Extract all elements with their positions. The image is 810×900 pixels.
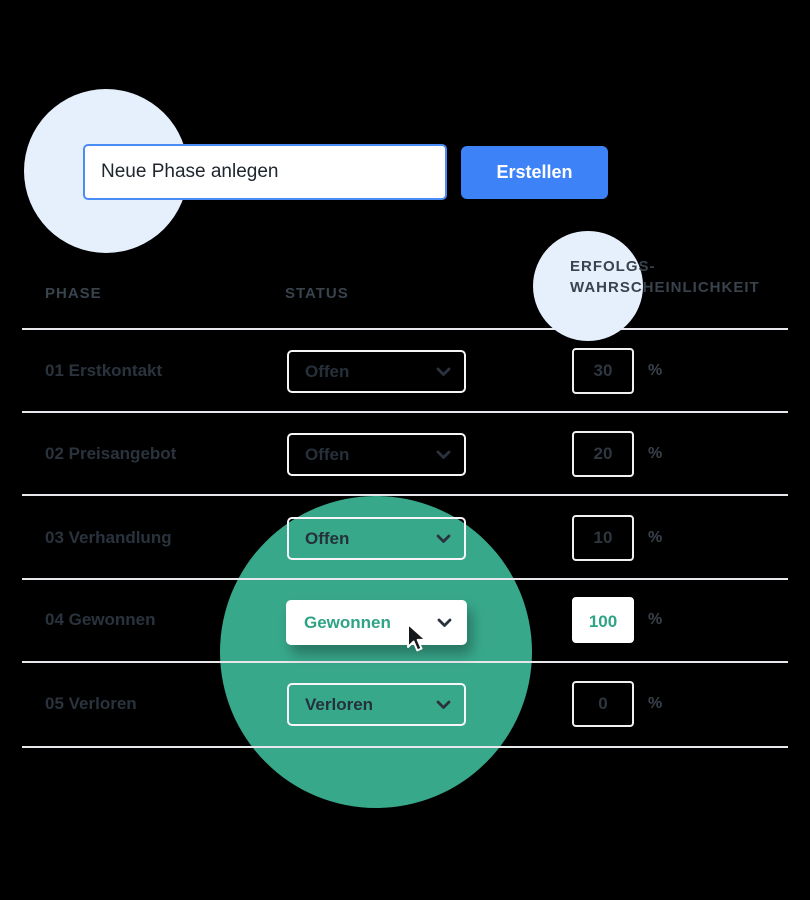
table-row: 01 Erstkontakt Offen 30 %	[0, 348, 810, 394]
row-divider	[22, 494, 788, 496]
table-row: 03 Verhandlung Offen 10 %	[0, 515, 810, 561]
phase-label: 03 Verhandlung	[45, 528, 172, 547]
header-divider	[22, 328, 788, 330]
row-divider	[22, 661, 788, 663]
status-select[interactable]: Offen	[287, 350, 466, 393]
phase-label: 01 Erstkontakt	[45, 361, 163, 380]
decorative-circle-probability-header	[533, 231, 643, 341]
chevron-down-icon	[436, 700, 451, 709]
status-select[interactable]: Verloren	[287, 683, 466, 726]
cursor-arrow-icon	[407, 623, 427, 652]
column-header-probability-line2: WAHRSCHEINLICHKEIT	[570, 279, 760, 296]
chevron-down-icon	[436, 534, 451, 543]
status-select[interactable]: Offen	[287, 517, 466, 560]
probability-input[interactable]: 0	[572, 681, 634, 727]
chevron-down-icon	[436, 450, 451, 459]
probability-input[interactable]: 10	[572, 515, 634, 561]
percent-suffix: %	[648, 362, 663, 379]
status-select-value: Verloren	[305, 694, 374, 714]
column-header-probability-line1: ERFOLGS-	[570, 258, 656, 275]
table-row: 02 Preisangebot Offen 20 %	[0, 431, 810, 477]
column-header-phase: PHASE	[45, 285, 102, 302]
row-divider	[22, 746, 788, 748]
phase-label: 02 Preisangebot	[45, 444, 177, 463]
percent-suffix: %	[648, 611, 663, 628]
column-header-status: STATUS	[285, 285, 349, 302]
phase-label: 05 Verloren	[45, 694, 137, 713]
phase-label: 04 Gewonnen	[45, 610, 156, 629]
status-select-value: Offen	[305, 361, 350, 381]
probability-input[interactable]: 100	[572, 597, 634, 643]
chevron-down-icon	[436, 367, 451, 376]
status-select-value: Offen	[305, 528, 350, 548]
status-select[interactable]: Gewonnen	[286, 600, 467, 645]
status-select-value: Gewonnen	[304, 612, 391, 632]
table-row-won: 04 Gewonnen Gewonnen 100 %	[0, 597, 810, 645]
create-button[interactable]: Erstellen	[461, 146, 608, 199]
percent-suffix: %	[648, 529, 663, 546]
decorative-circle-teal	[220, 496, 532, 808]
new-phase-input[interactable]	[83, 144, 447, 200]
column-header-probability: ERFOLGS- WAHRSCHEINLICHKEIT	[570, 256, 760, 298]
chevron-down-icon	[437, 618, 452, 627]
table-row: 05 Verloren Verloren 0 %	[0, 681, 810, 727]
status-select[interactable]: Offen	[287, 433, 466, 476]
percent-suffix: %	[648, 695, 663, 712]
row-divider	[22, 578, 788, 580]
probability-input[interactable]: 30	[572, 348, 634, 394]
probability-input[interactable]: 20	[572, 431, 634, 477]
status-select-value: Offen	[305, 444, 350, 464]
row-divider	[22, 411, 788, 413]
percent-suffix: %	[648, 445, 663, 462]
